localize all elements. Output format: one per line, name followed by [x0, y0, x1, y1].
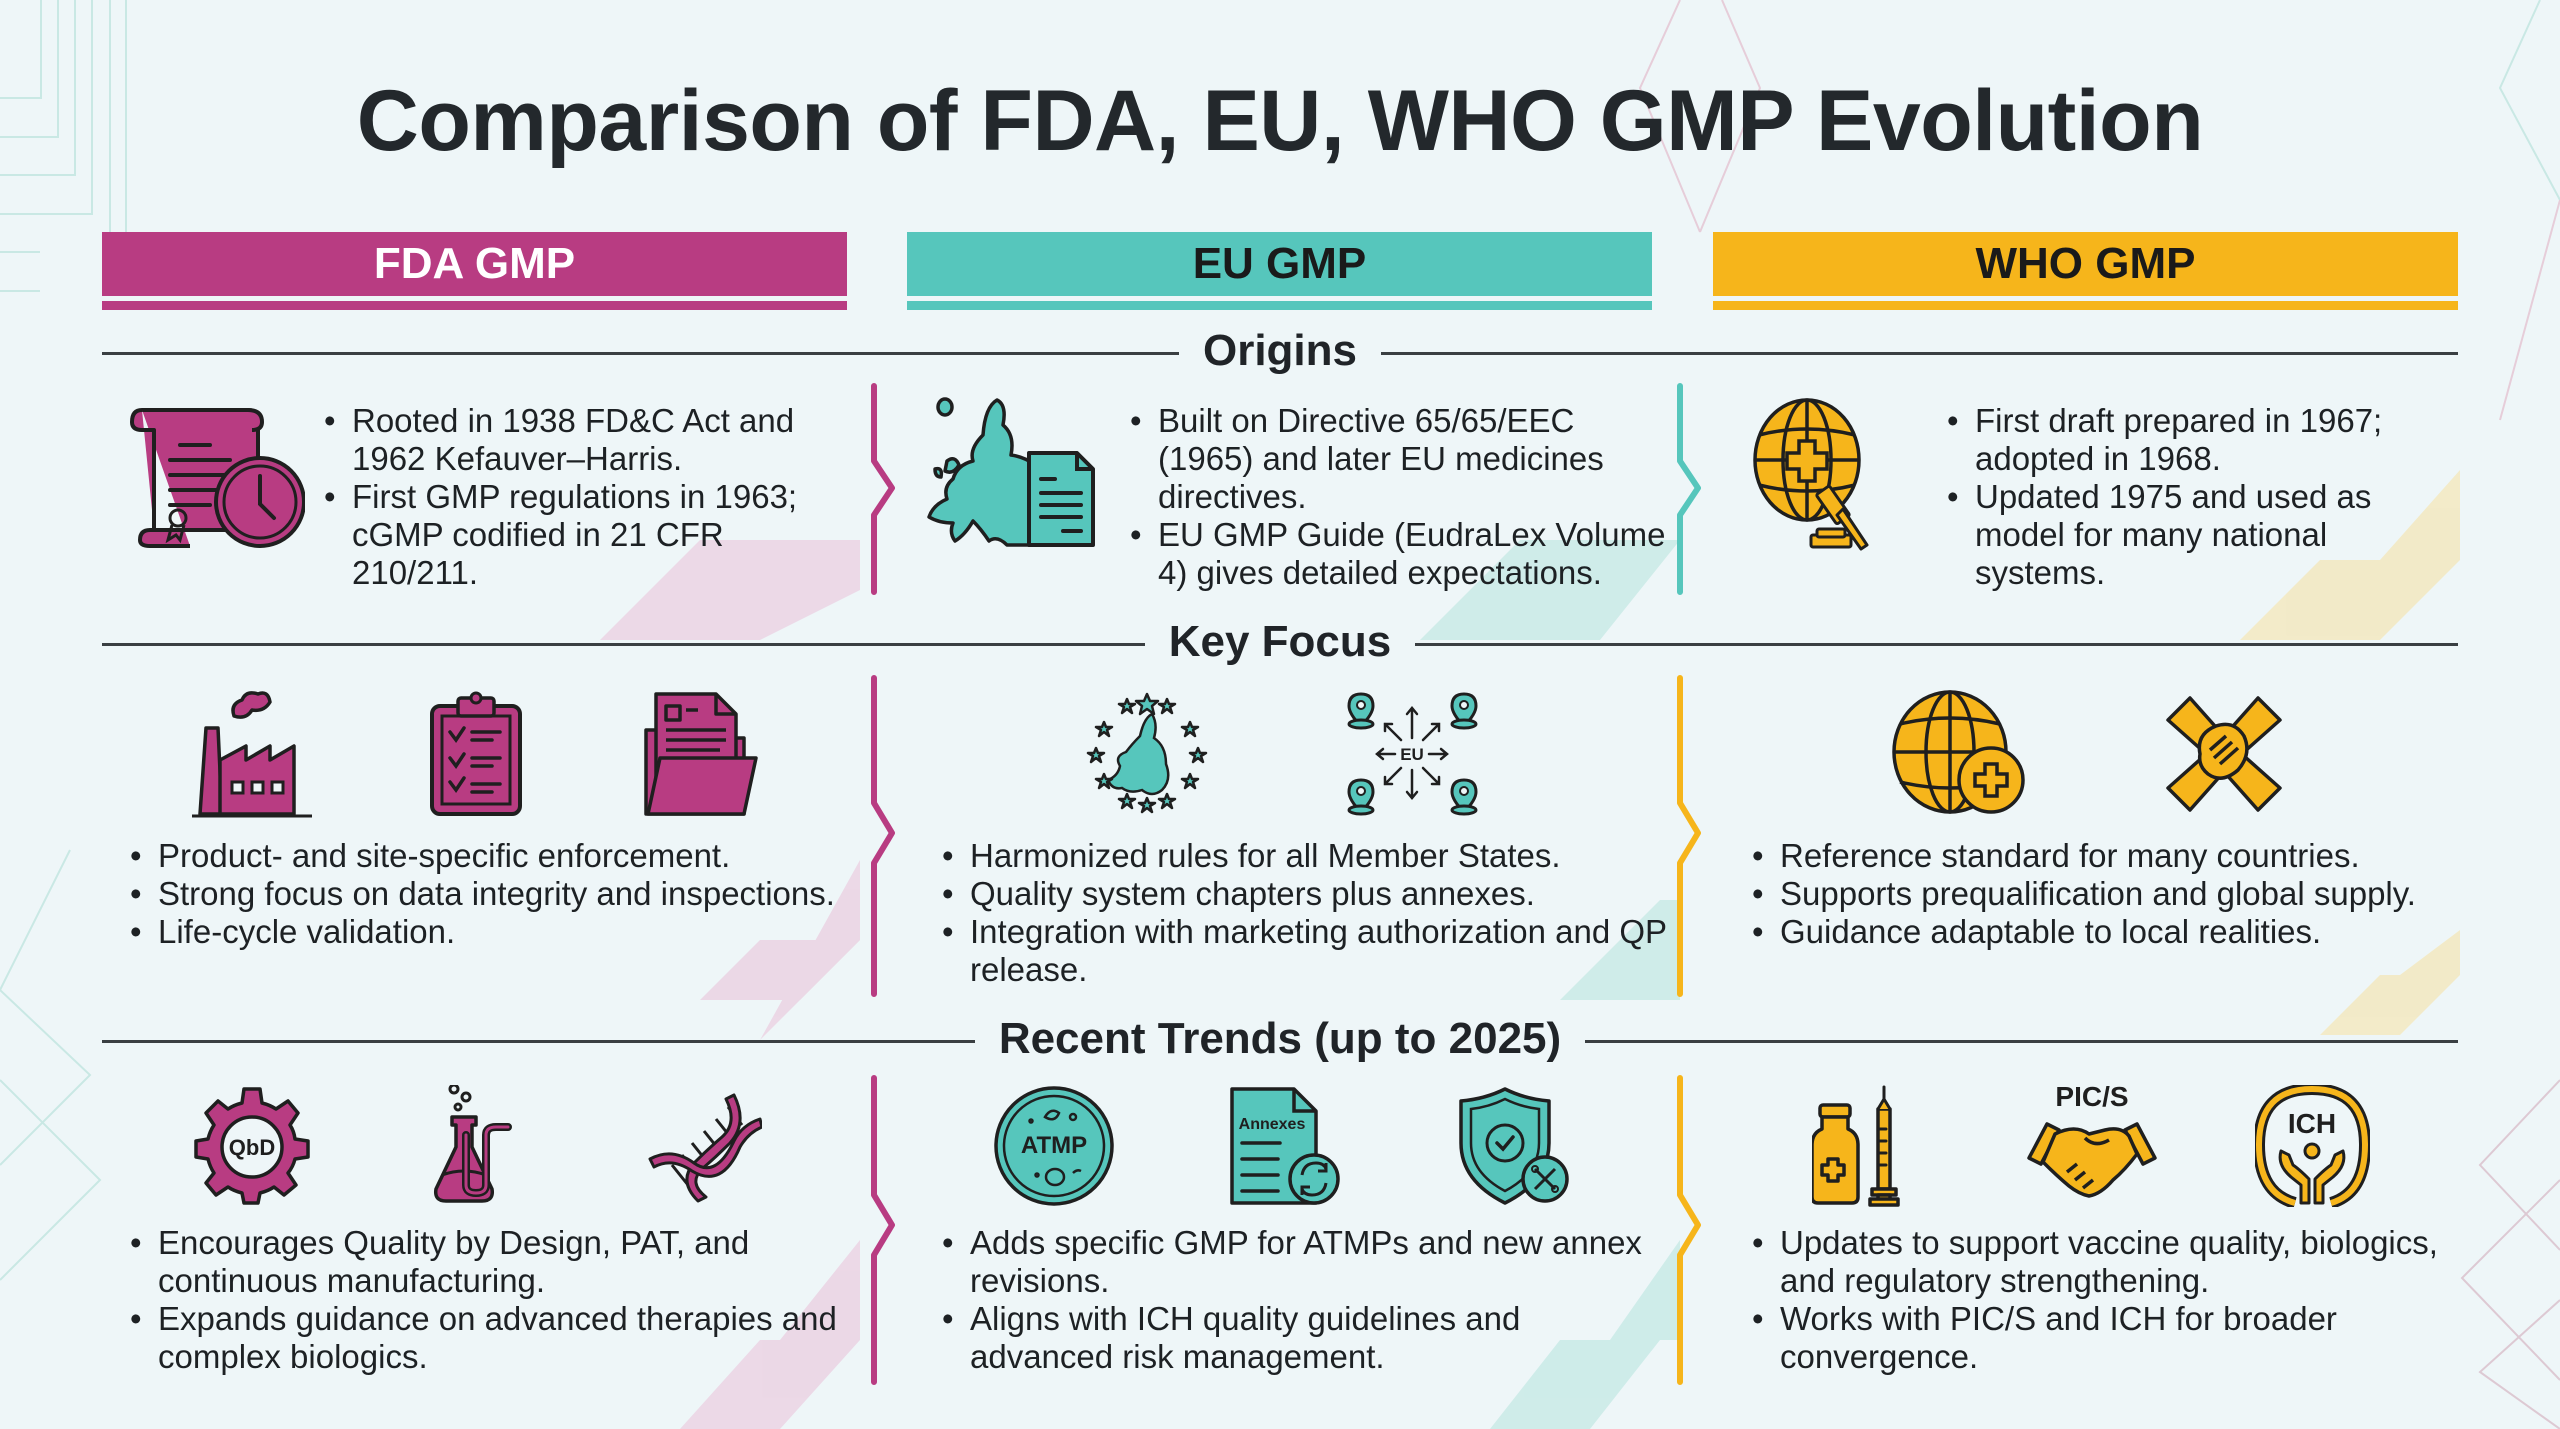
- clipboard-checklist-icon: [428, 690, 524, 818]
- atmp-label-text: ATMP: [1021, 1132, 1087, 1159]
- origins-fda-text: Rooted in 1938 FD&C Act and 1962 Kefauve…: [322, 402, 857, 592]
- column-divider-eu-who: [1677, 675, 1701, 997]
- column-header-label: WHO GMP: [1975, 239, 2196, 288]
- key-focus-fda-text: Product- and site-specific enforcement. …: [128, 837, 858, 951]
- section-title-text: Recent Trends (up to 2025): [974, 1014, 1586, 1064]
- bullet-item: Expands guidance on advanced therapies a…: [128, 1300, 858, 1376]
- atmp-cell-icon: ATMP: [993, 1085, 1115, 1207]
- column-header-stripe: [1713, 301, 2458, 310]
- bullet-item: Guidance adaptable to local realities.: [1750, 913, 2460, 951]
- column-header-stripe: [102, 301, 847, 310]
- column-divider-eu-who: [1677, 1075, 1701, 1385]
- bullet-item: Updated 1975 and used as model for many …: [1945, 478, 2465, 592]
- ich-hands-icon: ICH: [2255, 1085, 2370, 1207]
- recent-trends-fda-text: Encourages Quality by Design, PAT, and c…: [128, 1224, 858, 1376]
- key-focus-eu-text: Harmonized rules for all Member States. …: [940, 837, 1670, 989]
- eu-label-text: EU: [1400, 745, 1424, 764]
- bullet-item: Reference standard for many countries.: [1750, 837, 2460, 875]
- dna-icon: [642, 1085, 762, 1205]
- column-divider-fda-eu: [871, 1075, 895, 1385]
- annexes-label-text: Annexes: [1239, 1116, 1306, 1133]
- section-title-recent-trends: Recent Trends (up to 2025): [0, 1014, 2560, 1064]
- recent-trends-who-text: Updates to support vaccine quality, biol…: [1750, 1224, 2470, 1376]
- column-header-bar: EU GMP: [907, 232, 1652, 296]
- bullet-item: Updates to support vaccine quality, biol…: [1750, 1224, 2470, 1300]
- section-title-text: Origins: [1178, 326, 1382, 376]
- column-divider-eu-who: [1677, 383, 1701, 595]
- column-header-who: WHO GMP: [1713, 232, 2458, 322]
- qbd-label-text: QbD: [229, 1135, 275, 1160]
- ich-label-text: ICH: [2288, 1108, 2336, 1139]
- shield-check-icon: [1455, 1085, 1570, 1207]
- column-header-label: FDA GMP: [373, 239, 576, 288]
- bullet-item: Quality system chapters plus annexes.: [940, 875, 1670, 913]
- pics-label-text: PIC/S: [2055, 1082, 2128, 1112]
- factory-icon: [190, 690, 315, 818]
- column-header-bar: WHO GMP: [1713, 232, 2458, 296]
- section-title-key-focus: Key Focus: [0, 617, 2560, 667]
- vial-syringe-icon: [1812, 1085, 1927, 1207]
- pics-handshake-icon: PIC/S: [2025, 1082, 2160, 1207]
- column-header-stripe: [907, 301, 1652, 310]
- globe-gavel-icon: [1745, 395, 1875, 555]
- column-divider-fda-eu: [871, 383, 895, 595]
- bullet-item: Rooted in 1938 FD&C Act and 1962 Kefauve…: [322, 402, 857, 478]
- bullet-item: Encourages Quality by Design, PAT, and c…: [128, 1224, 858, 1300]
- section-title-text: Key Focus: [1144, 617, 1416, 667]
- bullet-item: Adds specific GMP for ATMPs and new anne…: [940, 1224, 1670, 1300]
- recent-trends-eu-text: Adds specific GMP for ATMPs and new anne…: [940, 1224, 1670, 1376]
- bullet-item: Product- and site-specific enforcement.: [128, 837, 858, 875]
- section-title-origins: Origins: [0, 326, 2560, 376]
- bullet-item: Aligns with ICH quality guidelines and a…: [940, 1300, 1670, 1376]
- column-header-bar: FDA GMP: [102, 232, 847, 296]
- key-focus-who-text: Reference standard for many countries. S…: [1750, 837, 2460, 951]
- globe-plus-icon: [1890, 690, 2025, 818]
- bullet-item: EU GMP Guide (EudraLex Volume 4) gives d…: [1128, 516, 1668, 592]
- eu-network-pins-icon: EU: [1345, 690, 1480, 818]
- bullet-item: Supports prequalification and global sup…: [1750, 875, 2460, 913]
- bullet-item: First GMP regulations in 1963; cGMP codi…: [322, 478, 857, 592]
- origins-eu-text: Built on Directive 65/65/EEC (1965) and …: [1128, 402, 1668, 592]
- qbd-gear-icon: QbD: [192, 1085, 312, 1205]
- column-header-label: EU GMP: [1192, 239, 1367, 288]
- scroll-clock-icon: [130, 400, 305, 550]
- bullet-item: Built on Directive 65/65/EEC (1965) and …: [1128, 402, 1668, 516]
- joined-hands-icon: [2160, 690, 2288, 818]
- folder-document-icon: [640, 690, 760, 818]
- eu-stars-map-icon: [1082, 690, 1212, 818]
- bullet-item: First draft prepared in 1967; adopted in…: [1945, 402, 2465, 478]
- europe-map-document-icon: [925, 395, 1115, 555]
- bullet-item: Works with PIC/S and ICH for broader con…: [1750, 1300, 2470, 1376]
- bullet-item: Strong focus on data integrity and inspe…: [128, 875, 858, 913]
- column-header-fda: FDA GMP: [102, 232, 847, 322]
- bullet-item: Harmonized rules for all Member States.: [940, 837, 1670, 875]
- page-title: Comparison of FDA, EU, WHO GMP Evolution: [356, 73, 2204, 169]
- annexes-document-icon: Annexes: [1228, 1085, 1343, 1207]
- column-divider-fda-eu: [871, 675, 895, 997]
- flask-icon: [432, 1085, 532, 1205]
- bullet-item: Life-cycle validation.: [128, 913, 858, 951]
- origins-who-text: First draft prepared in 1967; adopted in…: [1945, 402, 2465, 592]
- column-header-eu: EU GMP: [907, 232, 1652, 322]
- bullet-item: Integration with marketing authorization…: [940, 913, 1670, 989]
